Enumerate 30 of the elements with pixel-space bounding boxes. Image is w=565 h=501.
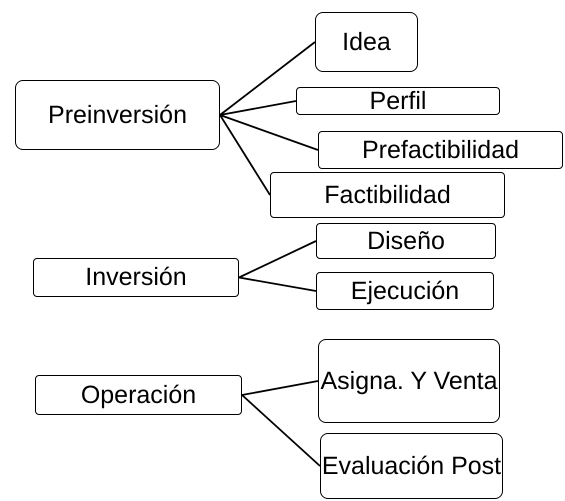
box-label: Perfil (370, 86, 426, 116)
box-label: Inversión (85, 263, 187, 292)
process-box (270, 172, 505, 218)
connector-line (219, 41, 316, 116)
connector-line (242, 380, 318, 396)
box-label: Asigna. Y Venta (320, 366, 498, 396)
box-label: Preinversión (48, 100, 187, 130)
connector-line (220, 114, 318, 151)
box-label: Evaluación Post (322, 452, 502, 480)
box-label: Operación (80, 380, 196, 410)
process-box (320, 433, 503, 499)
process-box (296, 87, 500, 115)
connector-line (238, 276, 316, 292)
box-label: Idea (342, 28, 391, 56)
connector-line (241, 394, 321, 467)
box-label: Diseño (367, 226, 445, 256)
process-box (316, 223, 496, 259)
process-box (315, 12, 418, 72)
connector-line (220, 100, 296, 116)
process-box (33, 258, 239, 297)
process-box (318, 131, 563, 169)
connector-line (219, 114, 271, 196)
process-box (15, 80, 220, 150)
box-label: Factibilidad (324, 180, 451, 210)
connector-line (238, 240, 316, 278)
process-box (318, 339, 500, 423)
process-box (35, 375, 242, 415)
box-label: Prefactibilidad (362, 136, 520, 164)
process-box (316, 272, 494, 310)
box-label: Ejecución (350, 276, 460, 306)
